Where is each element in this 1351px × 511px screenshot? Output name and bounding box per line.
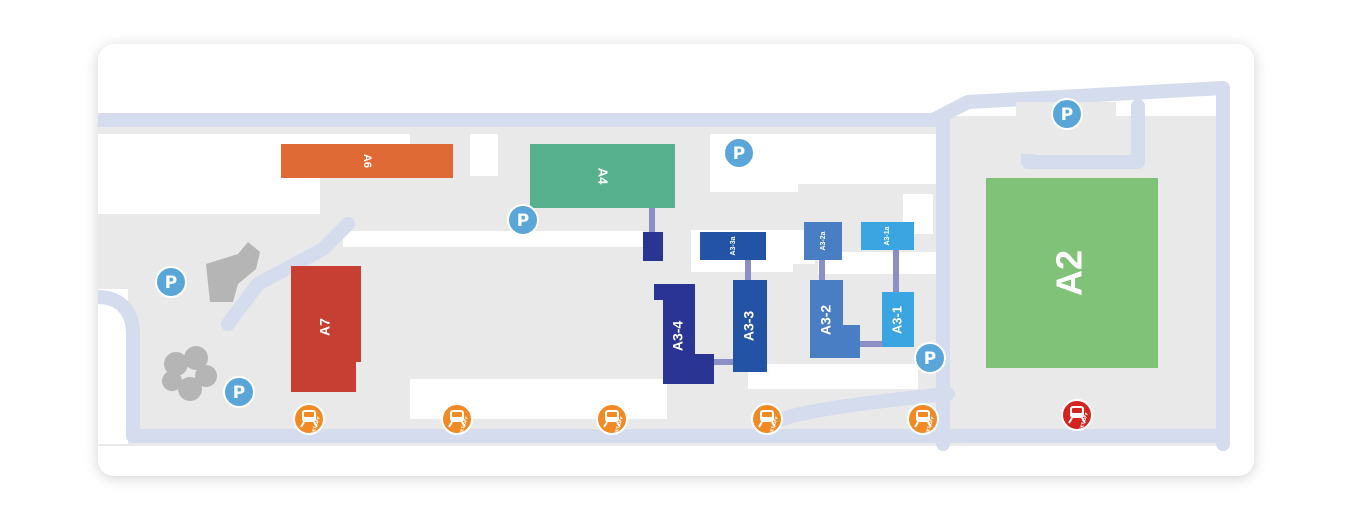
parking-label: P: [517, 211, 529, 231]
building-a6-shape: [281, 144, 453, 178]
entrance-label: GET OFF: [310, 415, 321, 435]
building-a3-4-annex-shape: [643, 232, 663, 261]
parking-label: P: [1061, 105, 1073, 125]
building-a3-3a-shape: [700, 232, 766, 260]
entrance-marker-6[interactable]: GET OFF: [1061, 399, 1093, 431]
building-a2[interactable]: A2: [986, 178, 1158, 368]
building-a3-1-label: A3-1: [889, 306, 904, 334]
building-a3-1a-label: A3-1a: [884, 226, 891, 245]
building-a3-4-annex[interactable]: [643, 232, 663, 261]
entrance-marker-5[interactable]: GET OFF: [907, 403, 939, 435]
building-a3-2-label: A3-2: [818, 305, 834, 336]
train-icon: [914, 410, 932, 428]
building-a3-1a[interactable]: A3-1a: [861, 222, 914, 250]
building-a6[interactable]: A6: [281, 144, 453, 178]
entrance-marker-3[interactable]: GET OFF: [596, 403, 628, 435]
parking-marker-6[interactable]: P: [1051, 98, 1083, 130]
parking-marker-4[interactable]: P: [723, 137, 755, 169]
building-a4-shape: [530, 144, 675, 208]
entrance-marker-2[interactable]: GET OFF: [441, 403, 473, 435]
parking-label: P: [924, 349, 936, 369]
parking-label: P: [233, 383, 245, 403]
venue-map: A6 A4 A7 A2 A3-4 A3-3a A3-3 A3-2a A3-2 A…: [98, 81, 1230, 451]
building-a3-2[interactable]: A3-2: [810, 280, 860, 358]
parking-icon: [155, 266, 187, 298]
entrance-label: GET OFF: [924, 415, 935, 435]
building-a3-1[interactable]: A3-1: [882, 292, 914, 347]
train-icon: [603, 410, 621, 428]
building-a3-1a-shape: [861, 222, 914, 250]
building-a7-shape: [291, 266, 361, 392]
building-a2-shape: [986, 178, 1158, 368]
building-a3-4-shape: [654, 284, 714, 384]
parking-icon: [223, 376, 255, 408]
parking-icon: [507, 204, 539, 236]
parking-label: P: [165, 273, 177, 293]
building-a3-2a-label: A3-2a: [820, 231, 827, 250]
parking-marker-3[interactable]: P: [507, 204, 539, 236]
building-a3-4-label: A3-4: [670, 321, 686, 352]
building-a6-label: A6: [361, 154, 373, 168]
entrance-label: GET OFF: [1078, 411, 1089, 431]
train-icon: [300, 410, 318, 428]
building-a2-label: A2: [1049, 250, 1090, 296]
building-a4-label: A4: [596, 168, 611, 185]
building-a4[interactable]: A4: [530, 144, 675, 208]
building-a3-3-shape: [733, 280, 767, 372]
train-icon: [758, 410, 776, 428]
parking-icon: [1051, 98, 1083, 130]
entrance-label: GET OFF: [613, 415, 624, 435]
garden-shapes: [162, 242, 260, 401]
building-a7[interactable]: A7: [291, 266, 361, 392]
parking-icon: [723, 137, 755, 169]
parking-label: P: [733, 144, 745, 164]
parking-marker-5[interactable]: P: [914, 342, 946, 374]
entrance-marker-1[interactable]: GET OFF: [293, 403, 325, 435]
parking-marker-1[interactable]: P: [155, 266, 187, 298]
train-icon: [448, 410, 466, 428]
train-icon: [1068, 406, 1086, 424]
building-a3-2-shape: [810, 280, 860, 358]
building-a3-3-label: A3-3: [741, 311, 757, 342]
building-a3-2a[interactable]: A3-2a: [804, 222, 842, 260]
parking-marker-2[interactable]: P: [223, 376, 255, 408]
entrance-label: GET OFF: [458, 415, 469, 435]
entrance-label: GET OFF: [768, 415, 779, 435]
entrance-marker-4[interactable]: GET OFF: [751, 403, 783, 435]
building-a3-1-shape: [882, 292, 914, 347]
parking-icon: [914, 342, 946, 374]
building-a3-4[interactable]: A3-4: [654, 284, 714, 384]
venue-map-card: A6 A4 A7 A2 A3-4 A3-3a A3-3 A3-2a A3-2 A…: [98, 44, 1254, 476]
building-a3-3a[interactable]: A3-3a: [700, 232, 766, 260]
building-a3-3[interactable]: A3-3: [733, 280, 767, 372]
building-a7-label: A7: [317, 318, 333, 336]
building-a3-3a-label: A3-3a: [730, 236, 737, 255]
building-a3-2a-shape: [804, 222, 842, 260]
